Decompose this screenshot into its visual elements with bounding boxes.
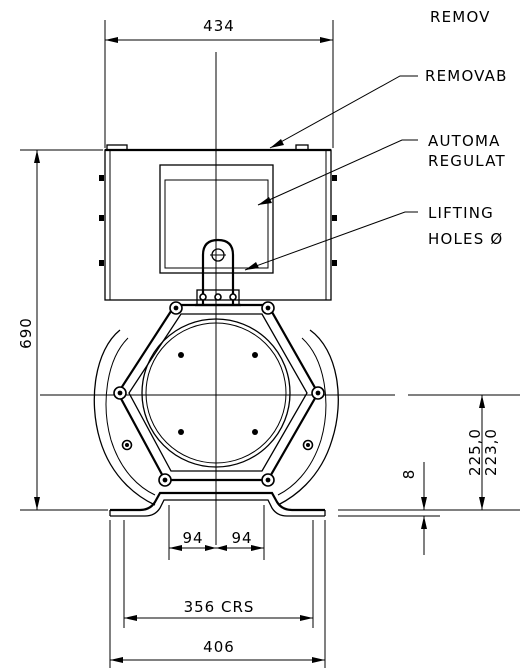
arrowhead [312, 657, 325, 663]
half-foot-left-label: 94 [182, 529, 203, 547]
frame-bolt-centre [117, 390, 123, 396]
arrowhead [34, 497, 40, 510]
bearing-bolt [252, 352, 258, 358]
avr-panel-inner [164, 179, 269, 269]
cover-lug-right [295, 144, 309, 151]
outer-casing [93, 329, 339, 506]
housing-rivet [99, 215, 104, 221]
foot-width-label: 406 [203, 638, 235, 656]
centre-lines [40, 52, 520, 545]
frame-bolt-centre [173, 305, 179, 311]
shaft-height-upper-label: 225,0 [466, 428, 484, 476]
hex-frame-inner [128, 313, 308, 472]
avr-panel-outer [159, 164, 274, 274]
dimension-half-foot: 94 94 [168, 505, 265, 560]
arrowhead [110, 657, 123, 663]
arrowhead [124, 615, 137, 621]
foot-thickness-label: 8 [400, 469, 418, 480]
frame-bolt-centre [265, 477, 271, 483]
arrowhead [205, 545, 216, 551]
bearing-bolt [178, 429, 184, 435]
leader-removable-cover [269, 75, 418, 149]
bearing-circle-outer [141, 318, 291, 468]
arrowhead [300, 615, 313, 621]
housing-rivet [99, 175, 104, 181]
arrowhead [105, 37, 118, 43]
dimension-foot-thickness: 8 [338, 462, 440, 555]
housing-rivet [332, 260, 337, 266]
annotation-removable-top: REMOV [430, 8, 491, 26]
overall-width-label: 434 [203, 17, 235, 35]
leader-lifting [244, 211, 418, 271]
lug-bolt [199, 293, 207, 301]
leader-avr [257, 139, 418, 206]
mounting-feet [109, 491, 326, 517]
rear-housing [99, 144, 337, 301]
dimension-overall-width: 434 [104, 17, 334, 148]
dimension-overall-height: 690 [17, 149, 108, 511]
casing-bolt-centre [306, 443, 310, 447]
bearing-bolt [178, 352, 184, 358]
casing-inner-arc-left [105, 337, 156, 496]
lug-bolt [214, 293, 222, 301]
housing-rivet [332, 215, 337, 221]
leader-arrowhead [258, 197, 272, 205]
foot-profile-bottom [110, 499, 325, 517]
arrowhead [216, 545, 227, 551]
lifting-lug-block [196, 289, 240, 306]
cover-lug-left [106, 144, 128, 151]
frame-bolt-centre [265, 305, 271, 311]
arrowhead [320, 37, 333, 43]
lifting-lug [195, 238, 241, 307]
foot-centres-label: 356 CRS [184, 598, 255, 616]
frame-bolts [113, 301, 325, 487]
arrowhead [479, 497, 485, 510]
shaft-height-lower-label: 223,0 [482, 428, 500, 476]
arrowhead [34, 150, 40, 163]
lug-bolt [229, 293, 237, 301]
bearing-circle-inner [145, 322, 287, 464]
arrowhead [421, 516, 427, 529]
casing-arc-right [277, 329, 339, 506]
annotation-lifting-line2: HOLES Ø [428, 230, 503, 248]
arrowhead [421, 497, 427, 510]
arrowhead [251, 545, 264, 551]
housing-body [104, 149, 332, 301]
annotations: REMOV REMOVAB AUTOMA REGULAT LIFTING HOL… [244, 8, 508, 271]
lifting-lug-plate [201, 238, 235, 305]
leader-arrowhead [245, 262, 259, 270]
dimension-shaft-height: 225,0 223,0 [440, 395, 520, 511]
hex-frame [116, 303, 320, 482]
frame-bolt-centre [315, 390, 321, 396]
hex-frame-outer [116, 303, 320, 482]
bearing-bolt [252, 429, 258, 435]
housing-rivet [99, 260, 104, 266]
half-foot-right-label: 94 [231, 529, 252, 547]
casing-bolt-centre [125, 443, 129, 447]
housing-rivet [332, 175, 337, 181]
leader-arrowhead [270, 139, 284, 148]
dimension-foot-width: 406 [109, 520, 326, 668]
casing-arc-left [93, 329, 156, 506]
dimension-foot-centres: 356 CRS [123, 520, 314, 628]
annotation-removable-cover: REMOVAB [425, 67, 508, 85]
annotation-lifting-line1: LIFTING [428, 204, 494, 222]
casing-inner-arc-right [277, 337, 327, 496]
annotation-avr-line1: AUTOMA [428, 132, 501, 150]
annotation-avr-line2: REGULAT [428, 152, 506, 170]
frame-bolt-centre [162, 477, 168, 483]
overall-height-label: 690 [17, 317, 35, 349]
arrowhead [169, 545, 182, 551]
avr-panel [159, 164, 274, 274]
bearing-housing [141, 318, 291, 468]
arrowhead [479, 395, 485, 408]
